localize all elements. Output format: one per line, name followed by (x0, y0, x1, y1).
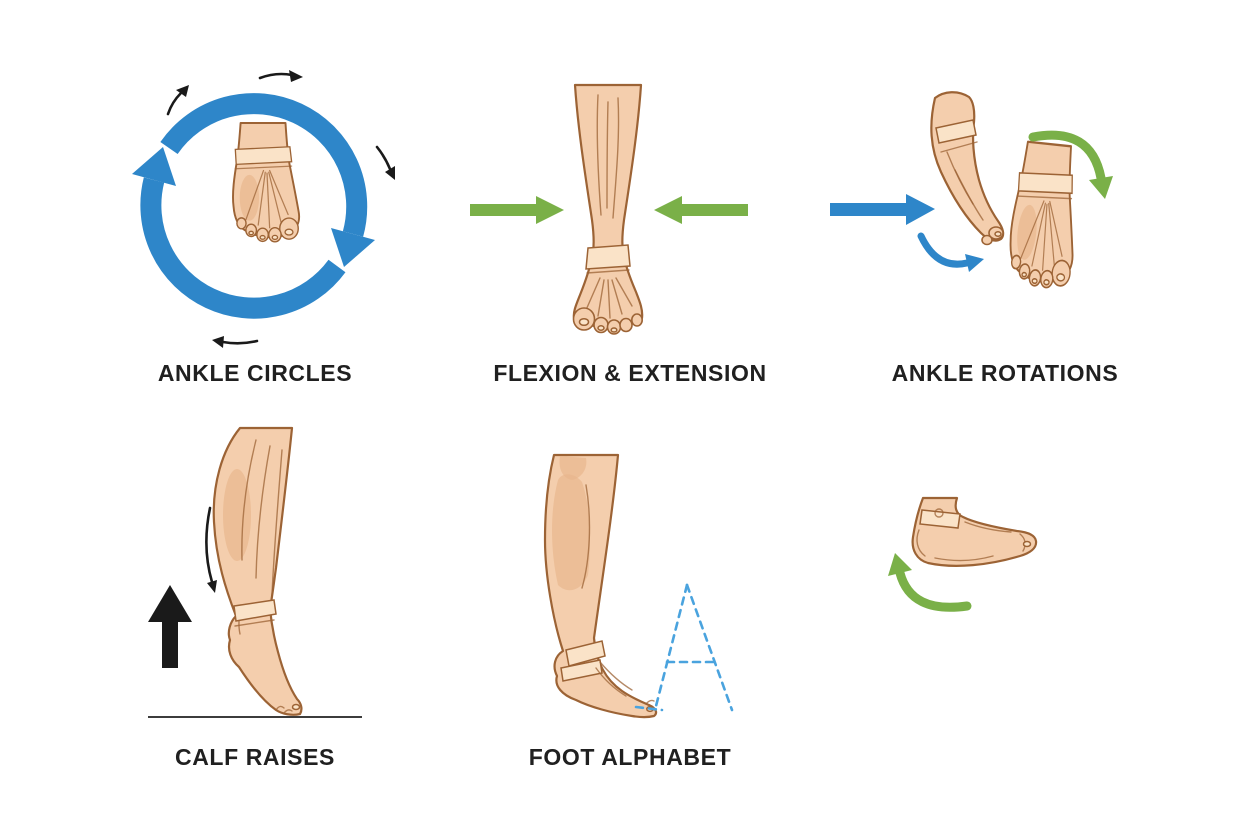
curved-arrow-down-icon (1028, 130, 1113, 199)
panel-flexion-extension: FLEXION & EXTENSION (450, 40, 810, 410)
right-arrow-icon (830, 194, 935, 225)
panel-ankle-stretch (815, 410, 1195, 810)
panel-label: ANKLE CIRCLES (157, 360, 353, 386)
foot-top-view (1004, 139, 1086, 292)
inward-arrow-left-icon (470, 196, 564, 224)
panel-label: CALF RAISES (175, 744, 335, 770)
panel-label: FOOT ALPHABET (528, 744, 732, 770)
panel-label: ANKLE ROTATIONS (891, 360, 1119, 386)
panel-label: FLEXION & EXTENSION (493, 360, 767, 386)
small-curved-arrow-icon (917, 232, 984, 272)
foot-top-view (232, 122, 301, 243)
downward-curve-arrow-icon (205, 506, 217, 593)
foot-side-view (911, 496, 1038, 567)
dashed-letter-a-icon (634, 583, 734, 712)
leg-side-view (543, 453, 658, 719)
leg-front-view (572, 83, 644, 335)
curved-arrow-up-icon (888, 553, 972, 612)
panel-ankle-rotations: ANKLE ROTATIONS (815, 40, 1195, 410)
flexion-extension-illustration (470, 83, 748, 335)
clockwise-direction-arrows-icon (166, 70, 395, 348)
foot-alphabet-illustration (543, 453, 734, 719)
panel-calf-raises: CALF RAISES (60, 410, 450, 810)
ankle-stretch-illustration (888, 496, 1038, 612)
ankle-circles-illustration (132, 70, 395, 348)
calf-raises-illustration (148, 426, 362, 718)
pointed-foot (930, 91, 1005, 246)
inward-arrow-right-icon (654, 196, 748, 224)
ankle-rotations-illustration (830, 91, 1113, 292)
up-arrow-icon (148, 585, 192, 668)
panel-foot-alphabet: FOOT ALPHABET (450, 410, 810, 810)
leg-on-tiptoe (212, 426, 303, 716)
rotation-circle-arrow-icon (132, 93, 375, 319)
panel-ankle-circles: ANKLE CIRCLES (60, 40, 450, 410)
